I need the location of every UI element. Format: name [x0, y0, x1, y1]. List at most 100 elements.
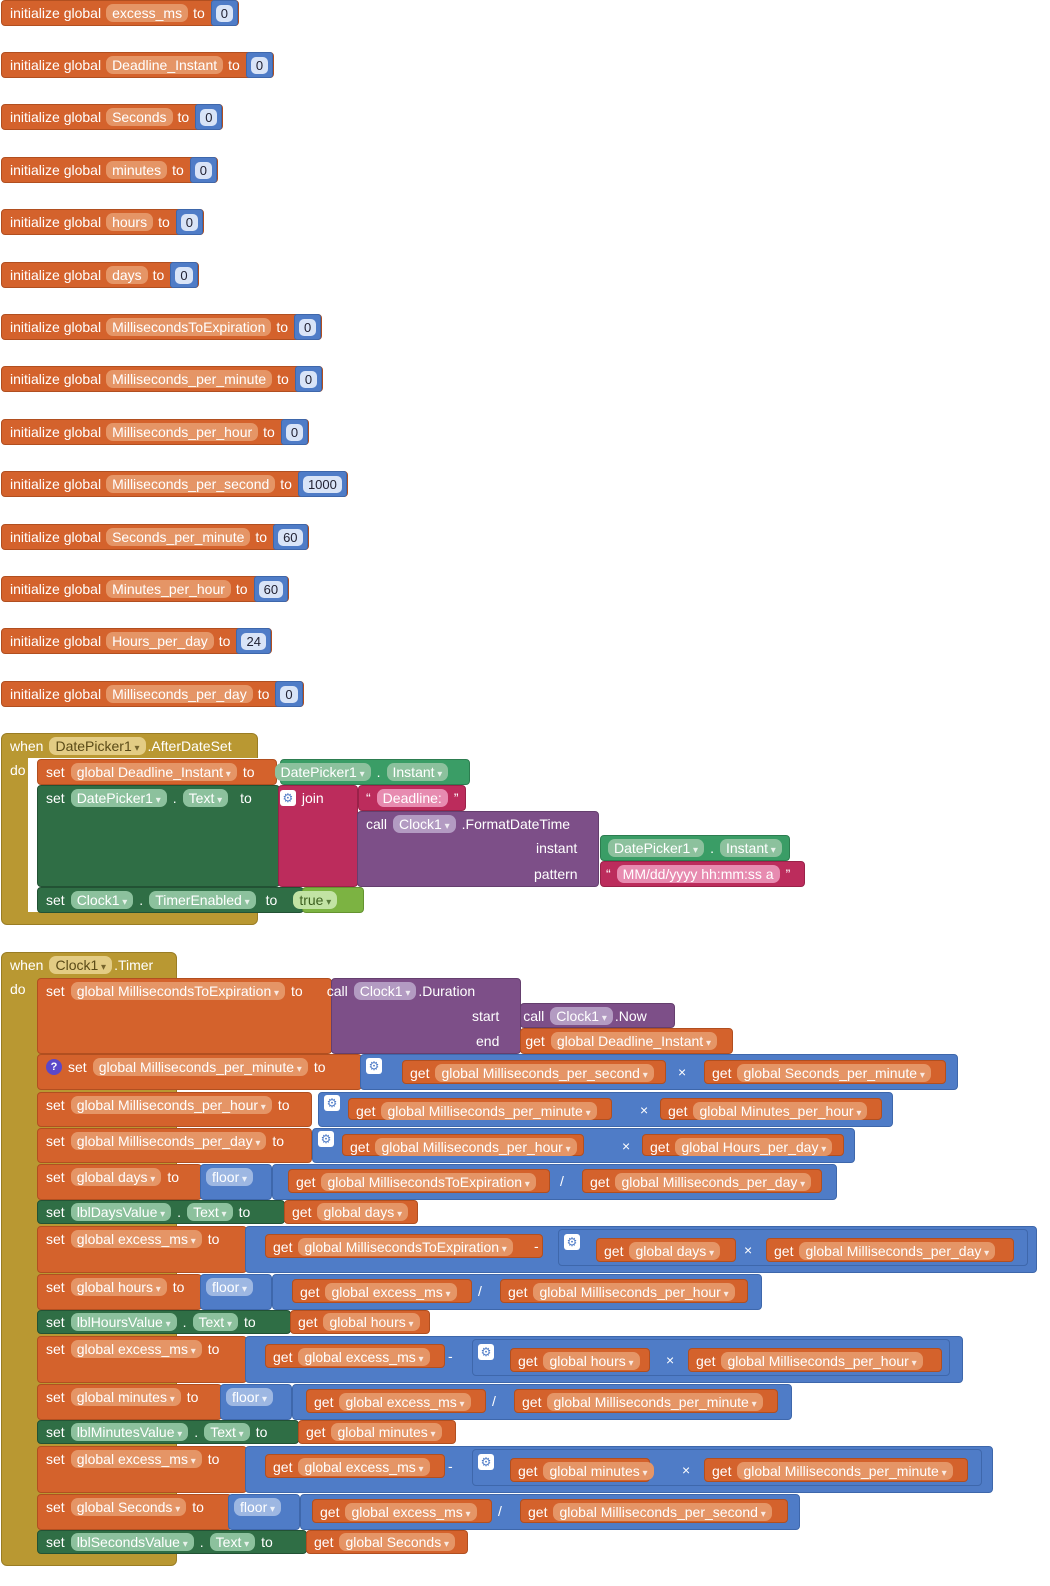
- instant-component-dropdown[interactable]: DatePicker1: [608, 839, 705, 857]
- init-var-name[interactable]: Minutes_per_hour: [106, 580, 231, 598]
- number-value[interactable]: 1000: [302, 475, 342, 493]
- set-component-dropdown[interactable]: lblMinutesValue: [70, 1423, 189, 1441]
- event2-component-dropdown[interactable]: Clock1: [49, 956, 113, 974]
- number-value[interactable]: 0: [194, 161, 213, 179]
- set-property-dropdown[interactable]: Text: [209, 1533, 256, 1551]
- get-var-dropdown[interactable]: global Hours_per_day: [675, 1138, 833, 1156]
- warning-question-icon[interactable]: ?: [46, 1059, 62, 1075]
- init-var-name[interactable]: Deadline_Instant: [106, 56, 224, 74]
- get-var-dropdown[interactable]: global excess_ms: [345, 1503, 477, 1521]
- mutator-gear-icon[interactable]: ⚙: [564, 1234, 580, 1250]
- init-var-name[interactable]: Milliseconds_per_hour: [106, 423, 259, 441]
- get-var-dropdown[interactable]: global days: [317, 1203, 409, 1221]
- set-var-dropdown[interactable]: global Deadline_Instant: [70, 763, 237, 781]
- number-block[interactable]: 0: [294, 314, 322, 340]
- get-var-dropdown[interactable]: global Milliseconds_per_second: [435, 1064, 654, 1082]
- number-block[interactable]: 60: [273, 524, 308, 550]
- mutator-gear-icon[interactable]: ⚙: [279, 790, 296, 806]
- floor-dropdown[interactable]: floor: [206, 1168, 254, 1186]
- number-value[interactable]: 24: [241, 632, 266, 650]
- set-var-dropdown[interactable]: global excess_ms: [70, 1450, 202, 1468]
- set-property-dropdown[interactable]: Text: [192, 1313, 239, 1331]
- number-block[interactable]: 0: [189, 157, 218, 183]
- init-var-name[interactable]: MillisecondsToExpiration: [106, 318, 272, 336]
- get-var-dropdown[interactable]: global days: [629, 1242, 721, 1260]
- number-block[interactable]: 60: [253, 576, 289, 602]
- init-var-name[interactable]: Milliseconds_per_second: [106, 475, 276, 493]
- get-var-dropdown[interactable]: global Milliseconds_per_hour: [533, 1283, 735, 1301]
- set-component-dropdown[interactable]: lblSecondsValue: [70, 1533, 194, 1551]
- get-var-dropdown[interactable]: global MillisecondsToExpiration: [298, 1238, 513, 1256]
- number-value[interactable]: 0: [180, 213, 199, 231]
- number-value[interactable]: 0: [250, 56, 269, 74]
- get-var-dropdown[interactable]: global excess_ms: [298, 1348, 430, 1366]
- get-var-dropdown[interactable]: global Milliseconds_per_day: [615, 1173, 812, 1191]
- init-var-name[interactable]: Seconds_per_minute: [106, 528, 251, 546]
- set-property-dropdown[interactable]: Text: [204, 1423, 250, 1441]
- clock-component-dropdown[interactable]: Clock1: [393, 815, 456, 833]
- mutator-gear-icon[interactable]: ⚙: [478, 1454, 494, 1470]
- clock-component-dropdown[interactable]: Clock1: [550, 1007, 613, 1025]
- get-var-dropdown[interactable]: global Milliseconds_per_minute: [737, 1462, 953, 1480]
- floor-dropdown[interactable]: floor: [234, 1498, 282, 1516]
- set-var-dropdown[interactable]: global days: [70, 1168, 162, 1186]
- number-value[interactable]: 60: [278, 528, 303, 546]
- set-property-dropdown[interactable]: Text: [182, 789, 229, 807]
- number-block[interactable]: 24: [236, 628, 271, 654]
- number-block[interactable]: 0: [275, 681, 303, 707]
- number-value[interactable]: 0: [299, 318, 317, 336]
- get-var-dropdown[interactable]: global minutes: [331, 1423, 442, 1441]
- get-var-dropdown[interactable]: global excess_ms: [298, 1458, 430, 1476]
- set-var-dropdown[interactable]: global Milliseconds_per_minute: [92, 1058, 308, 1076]
- init-var-name[interactable]: Milliseconds_per_day: [106, 685, 253, 703]
- init-var-name[interactable]: Milliseconds_per_minute: [106, 370, 273, 388]
- number-block[interactable]: 1000: [297, 471, 347, 497]
- get-var-dropdown[interactable]: global Milliseconds_per_day: [799, 1242, 996, 1260]
- mutator-gear-icon[interactable]: ⚙: [324, 1095, 340, 1111]
- number-value[interactable]: 0: [175, 266, 193, 284]
- get-var-dropdown[interactable]: global MillisecondsToExpiration: [321, 1173, 536, 1191]
- set-property-dropdown[interactable]: Text: [187, 1203, 233, 1221]
- true-dropdown[interactable]: true: [293, 891, 338, 909]
- number-value[interactable]: 0: [200, 108, 218, 126]
- deadline-string-value[interactable]: Deadline:: [376, 789, 448, 807]
- number-value[interactable]: 0: [280, 685, 298, 703]
- number-block[interactable]: 0: [195, 104, 223, 130]
- number-block[interactable]: 0: [170, 262, 198, 288]
- get-var-dropdown[interactable]: global Milliseconds_per_hour: [375, 1138, 577, 1156]
- get-var-dropdown[interactable]: global Milliseconds_per_second: [553, 1503, 772, 1521]
- number-block[interactable]: 0: [175, 209, 204, 235]
- clock-component-dropdown[interactable]: Clock1: [353, 982, 417, 1000]
- set-var-dropdown[interactable]: global excess_ms: [70, 1340, 202, 1358]
- set-component-dropdown[interactable]: DatePicker1: [70, 789, 167, 807]
- set-component-dropdown[interactable]: lblDaysValue: [70, 1203, 172, 1221]
- number-value[interactable]: 0: [285, 423, 304, 441]
- floor-dropdown[interactable]: floor: [206, 1278, 254, 1296]
- number-value[interactable]: 0: [215, 4, 234, 22]
- floor-dropdown[interactable]: floor: [226, 1388, 274, 1406]
- set-var-dropdown[interactable]: global Milliseconds_per_hour: [70, 1096, 272, 1114]
- get-var-dropdown[interactable]: global Seconds_per_minute: [737, 1064, 931, 1082]
- get-var-dropdown[interactable]: global Seconds: [339, 1533, 456, 1551]
- mutator-gear-icon[interactable]: ⚙: [366, 1058, 382, 1074]
- instant-property-dropdown[interactable]: Instant: [719, 839, 782, 857]
- number-value[interactable]: 0: [299, 370, 318, 388]
- init-var-name[interactable]: Hours_per_day: [106, 632, 214, 650]
- get-var-dropdown[interactable]: global Deadline_Instant: [550, 1032, 717, 1050]
- init-var-name[interactable]: hours: [106, 213, 154, 231]
- init-var-name[interactable]: Seconds: [106, 108, 173, 126]
- get-var-dropdown[interactable]: global Minutes_per_hour: [693, 1102, 868, 1120]
- get-var-dropdown[interactable]: global hours: [323, 1313, 420, 1331]
- mutator-gear-icon[interactable]: ⚙: [318, 1131, 334, 1147]
- number-block[interactable]: 0: [294, 366, 323, 392]
